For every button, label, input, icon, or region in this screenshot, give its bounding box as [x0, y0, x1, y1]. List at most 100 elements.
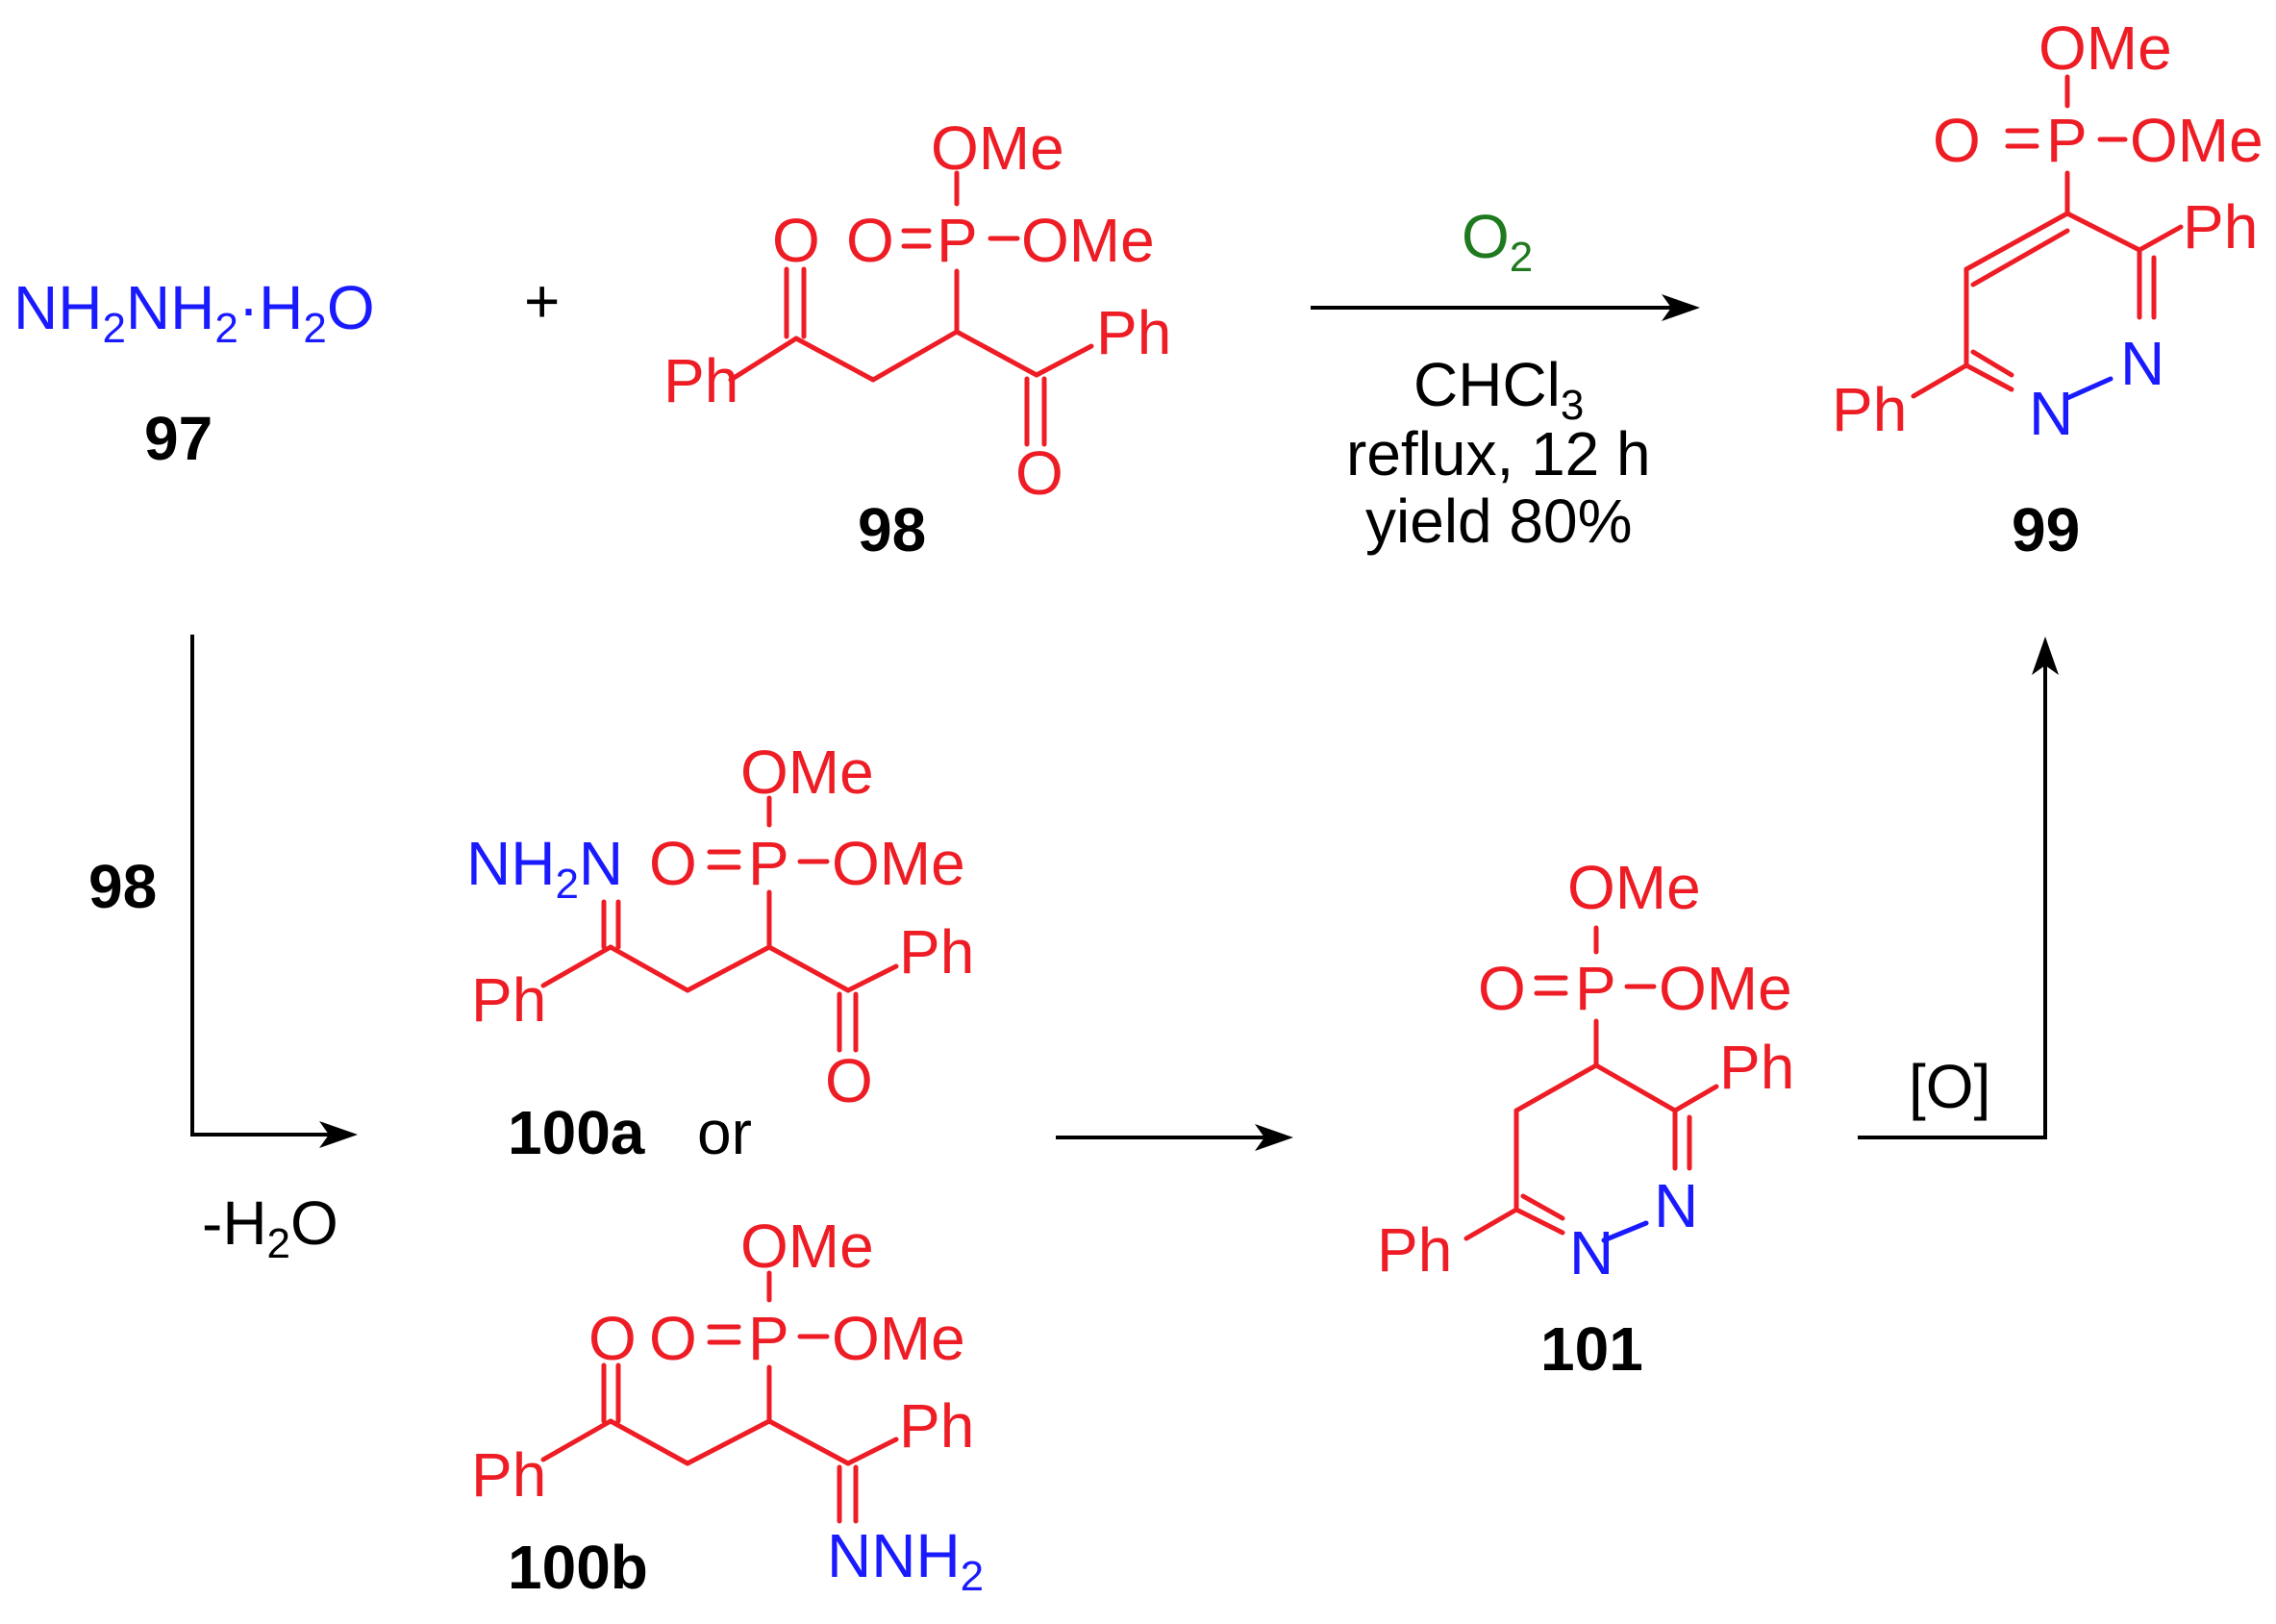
bond: [870, 329, 960, 383]
atom-n: N: [2029, 379, 2073, 448]
hydrazine-dot-h: ·H: [238, 273, 304, 342]
svg-text:CHCl3: CHCl3: [1413, 350, 1584, 429]
atom-ome: OMe: [1659, 954, 1792, 1023]
atom-ph: Ph: [1719, 1033, 1794, 1102]
bond: [685, 944, 772, 993]
compound-100a: NH2N O P OMe OMe Ph Ph O 100a or: [466, 737, 974, 1167]
compound-label-99: 99: [2012, 495, 2080, 564]
bond: [2137, 224, 2184, 253]
plus-sign: +: [524, 266, 560, 336]
text-or: or: [697, 1098, 752, 1167]
atom-p: P: [2046, 106, 2088, 175]
svg-text:NH2NH2·H2O: NH2NH2·H2O: [13, 273, 375, 352]
bond: [1963, 211, 2070, 272]
hydrazine-nh-2: NH: [126, 273, 214, 342]
atom-n: N: [1654, 1171, 1698, 1240]
atom-nnh2: NNH: [827, 1521, 961, 1590]
atom-o: O: [649, 829, 697, 898]
compound-98: Ph O O P OMe OMe Ph O 98: [663, 113, 1171, 564]
reaction-arrow-right: [O]: [1858, 637, 2059, 1139]
atom-ph: Ph: [471, 965, 546, 1035]
atom-p: P: [748, 829, 789, 898]
double-bond: [1970, 349, 2014, 378]
condition-yield: yield 80%: [1365, 487, 1633, 556]
atom-nh2-h: NH: [466, 829, 555, 898]
double-bond: [1520, 1193, 1565, 1221]
reagent-o2-sub: 2: [1510, 234, 1533, 281]
minus-water: -H: [202, 1188, 267, 1258]
compound-97: NH2NH2·H2O 97: [13, 273, 375, 473]
bond: [1963, 362, 2014, 392]
compound-label-100b: 100b: [508, 1533, 648, 1602]
bond: [793, 336, 876, 383]
compound-101: OMe O P OMe Ph N N Ph 101: [1377, 853, 1794, 1384]
hydrazine-sub-1: 2: [102, 305, 125, 352]
bond: [1513, 1207, 1565, 1236]
compound-99: OMe O P OMe Ph N N Ph 99: [1832, 13, 2263, 564]
atom-ph: Ph: [471, 1440, 546, 1510]
atom-nh2-n: N: [579, 829, 623, 898]
arrowhead: [1662, 294, 1700, 321]
bond: [766, 944, 851, 993]
atom-ome: OMe: [2130, 106, 2263, 175]
condition-solvent-sub: 3: [1561, 382, 1584, 429]
reaction-arrow-top: O2 CHCl3 reflux, 12 h yield 80%: [1311, 202, 1700, 556]
atom-nh2-sub: 2: [555, 861, 578, 908]
hydrazine-sub-2: 2: [214, 305, 238, 352]
atom-o: O: [1933, 106, 1981, 175]
bond-n-n: [1601, 1220, 1649, 1243]
bond: [1463, 1207, 1519, 1241]
bond: [1672, 1084, 1719, 1113]
bond-n-n: [2064, 376, 2113, 401]
atom-o: O: [772, 206, 820, 275]
reaction-arrow-middle: [1056, 1124, 1293, 1151]
atom-ome: OMe: [931, 113, 1064, 183]
arrowhead: [1255, 1124, 1293, 1151]
condition-solvent: CHCl: [1413, 350, 1561, 419]
bond: [1034, 343, 1094, 378]
bond: [845, 1437, 899, 1466]
atom-o: O: [1015, 438, 1063, 508]
svg-text:NH2N: NH2N: [466, 829, 623, 908]
compound-100b: O O P OMe OMe Ph Ph NNH2 100b: [471, 1212, 984, 1602]
condition-oxidation: [O]: [1909, 1052, 1990, 1121]
svg-text:NNH2: NNH2: [827, 1521, 984, 1600]
atom-o: O: [1478, 954, 1526, 1023]
atom-nnh2-sub: 2: [961, 1553, 984, 1600]
atom-ph: Ph: [663, 346, 738, 415]
bond: [766, 1418, 851, 1466]
atom-ome: OMe: [740, 1212, 874, 1281]
compound-label-101: 101: [1540, 1314, 1643, 1384]
atom-ome: OMe: [2038, 13, 2172, 83]
bond: [608, 944, 690, 993]
bond: [685, 1418, 772, 1466]
atom-ph: Ph: [1832, 375, 1907, 444]
atom-ph: Ph: [899, 917, 974, 987]
bond: [954, 329, 1039, 378]
svg-text:O2: O2: [1462, 202, 1533, 281]
bond: [608, 1418, 690, 1466]
atom-ome: OMe: [1021, 206, 1155, 275]
hydrazine-o: O: [327, 273, 375, 342]
minus-water-sub: 2: [267, 1220, 290, 1267]
atom-o: O: [846, 206, 894, 275]
atom-o: O: [649, 1304, 697, 1373]
svg-text:-H2O: -H2O: [202, 1188, 338, 1267]
atom-ph: Ph: [1096, 298, 1171, 367]
arrowhead: [2032, 637, 2059, 675]
compound-label-100a: 100a: [508, 1098, 645, 1167]
bond: [845, 963, 899, 993]
atom-o: O: [588, 1304, 637, 1373]
atom-p: P: [937, 206, 978, 275]
atom-ph: Ph: [899, 1391, 974, 1461]
atom-n: N: [2120, 329, 2164, 398]
bond: [1593, 1062, 1678, 1113]
atom-ph: Ph: [1377, 1215, 1452, 1285]
bond: [1513, 1062, 1599, 1113]
atom-ome: OMe: [1567, 853, 1701, 922]
bond: [1911, 362, 1969, 399]
atom-ome: OMe: [832, 1304, 965, 1373]
bond: [540, 944, 613, 988]
reagent-o2: O: [1462, 202, 1510, 271]
